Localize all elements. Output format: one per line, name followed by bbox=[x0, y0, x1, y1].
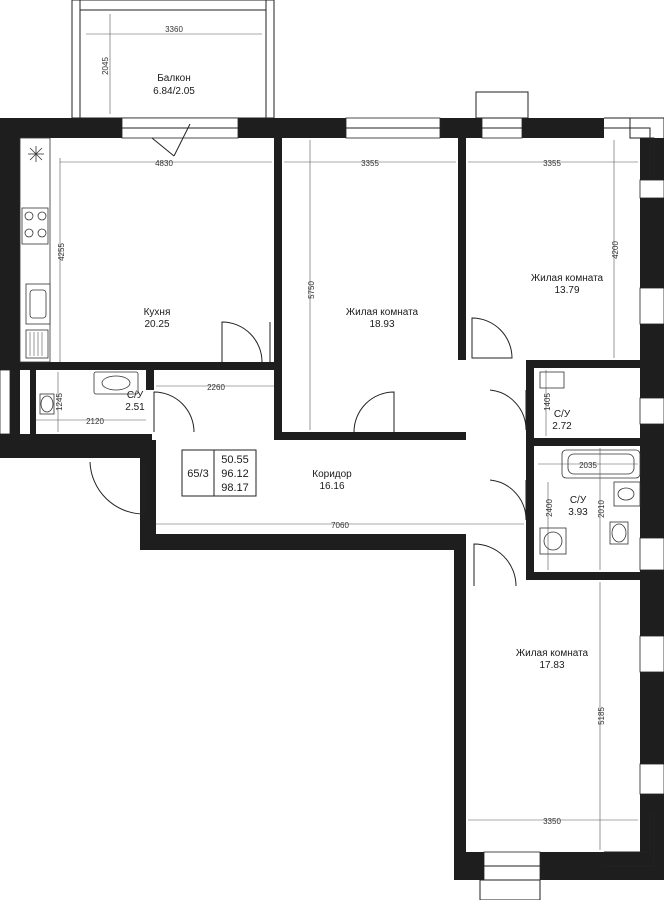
corridor-name: Коридор bbox=[312, 469, 352, 480]
dim-living-3-width: 3350 bbox=[543, 817, 561, 826]
dim-living-1-depth: 5750 bbox=[307, 281, 316, 299]
living-3-name: Жилая комната bbox=[516, 648, 589, 659]
walls bbox=[0, 118, 664, 880]
dim-bath-3-width: 2035 bbox=[579, 461, 597, 470]
bath-1-area: 2.51 bbox=[125, 402, 145, 413]
dim-bath-2-depth: 1405 bbox=[543, 393, 552, 411]
dim-kitchen-width: 4830 bbox=[155, 159, 173, 168]
apartment-info: 65/3 50.55 96.12 98.17 bbox=[181, 449, 257, 497]
living-1-name: Жилая комната bbox=[346, 307, 419, 318]
balcony-name: Балкон bbox=[157, 73, 191, 84]
living-2-area: 13.79 bbox=[554, 285, 579, 296]
doors bbox=[89, 123, 527, 587]
living-1-area: 18.93 bbox=[369, 319, 394, 330]
area-with-balcony: 98.17 bbox=[221, 482, 249, 494]
bath-3-area: 3.93 bbox=[568, 507, 588, 518]
dim-bath-3-depth: 2010 bbox=[597, 500, 606, 518]
fan-symbol bbox=[28, 146, 44, 162]
windows bbox=[0, 91, 664, 900]
dim-laundry-depth: 2400 bbox=[545, 499, 554, 517]
area-total: 96.12 bbox=[221, 468, 249, 480]
bath-3-name: С/У bbox=[570, 495, 587, 506]
bath-2-name: С/У bbox=[554, 409, 571, 420]
bath-1-name: С/У bbox=[127, 390, 144, 401]
dim-kitchen-depth: 4255 bbox=[57, 243, 66, 261]
area-living: 50.55 bbox=[221, 454, 249, 466]
living-2-name: Жилая комната bbox=[531, 273, 604, 284]
dimension-lines bbox=[36, 140, 638, 850]
kitchen-area: 20.25 bbox=[144, 319, 169, 330]
corridor-area: 16.16 bbox=[319, 481, 344, 492]
dim-living-1-width: 3355 bbox=[361, 159, 379, 168]
dim-balcony-depth: 2045 bbox=[101, 57, 110, 75]
dim-living-3-depth: 5185 bbox=[597, 707, 606, 725]
room-labels: Балкон 6.84/2.05 Кухня 20.25 Жилая комна… bbox=[125, 73, 603, 671]
fixtures bbox=[19, 137, 641, 555]
living-3-area: 17.83 bbox=[539, 660, 564, 671]
apartment-code: 65/3 bbox=[187, 468, 208, 480]
stove-grid bbox=[25, 329, 49, 359]
balcony-area: 6.84/2.05 bbox=[153, 86, 195, 97]
dim-living-2-width: 3355 bbox=[543, 159, 561, 168]
dim-living-2-depth: 4200 bbox=[611, 241, 620, 259]
dim-corridor-length: 7060 bbox=[331, 521, 349, 530]
bath-2-area: 2.72 bbox=[552, 421, 572, 432]
dim-hall-width: 2260 bbox=[207, 383, 225, 392]
dimension-labels: 3360 2045 4830 4255 3355 5750 3355 4200 … bbox=[55, 25, 620, 826]
dim-bath-1-width: 2120 bbox=[86, 417, 104, 426]
kitchen-name: Кухня bbox=[144, 307, 171, 318]
dim-balcony-width: 3360 bbox=[165, 25, 183, 34]
dim-bath-1-depth: 1245 bbox=[55, 393, 64, 411]
